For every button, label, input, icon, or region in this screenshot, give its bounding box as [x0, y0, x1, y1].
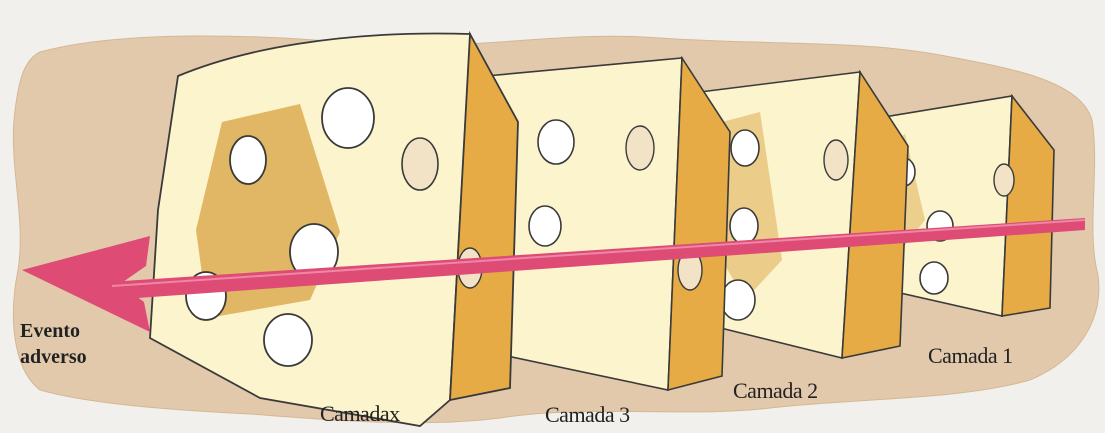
cheese-hole [538, 120, 574, 164]
adverse-event-label-line1: Evento [20, 318, 87, 344]
cheese-hole [529, 206, 561, 246]
layer-label-1: Camada 1 [928, 345, 1013, 367]
cheese-hole-side [824, 140, 848, 180]
cheese-hole [264, 314, 312, 366]
cheese-hole-side [994, 164, 1014, 196]
cheese-hole [230, 136, 266, 184]
cheese-hole-side [626, 126, 654, 170]
adverse-event-label-line2: adverso [20, 344, 87, 370]
cheese-hole [322, 88, 374, 148]
cheese-hole-side [402, 138, 438, 190]
adverse-event-label: Evento adverso [20, 318, 87, 370]
layer-label-3: Camada 3 [545, 404, 630, 426]
cheese-slice-layer-x [150, 33, 518, 426]
cheese-hole [731, 130, 759, 166]
cheese-hole [721, 280, 755, 320]
cheese-hole [920, 262, 948, 294]
layer-label-2: Camada 2 [733, 380, 818, 402]
cheese-hole [730, 208, 758, 244]
layer-label-x: Camadax [320, 403, 400, 425]
